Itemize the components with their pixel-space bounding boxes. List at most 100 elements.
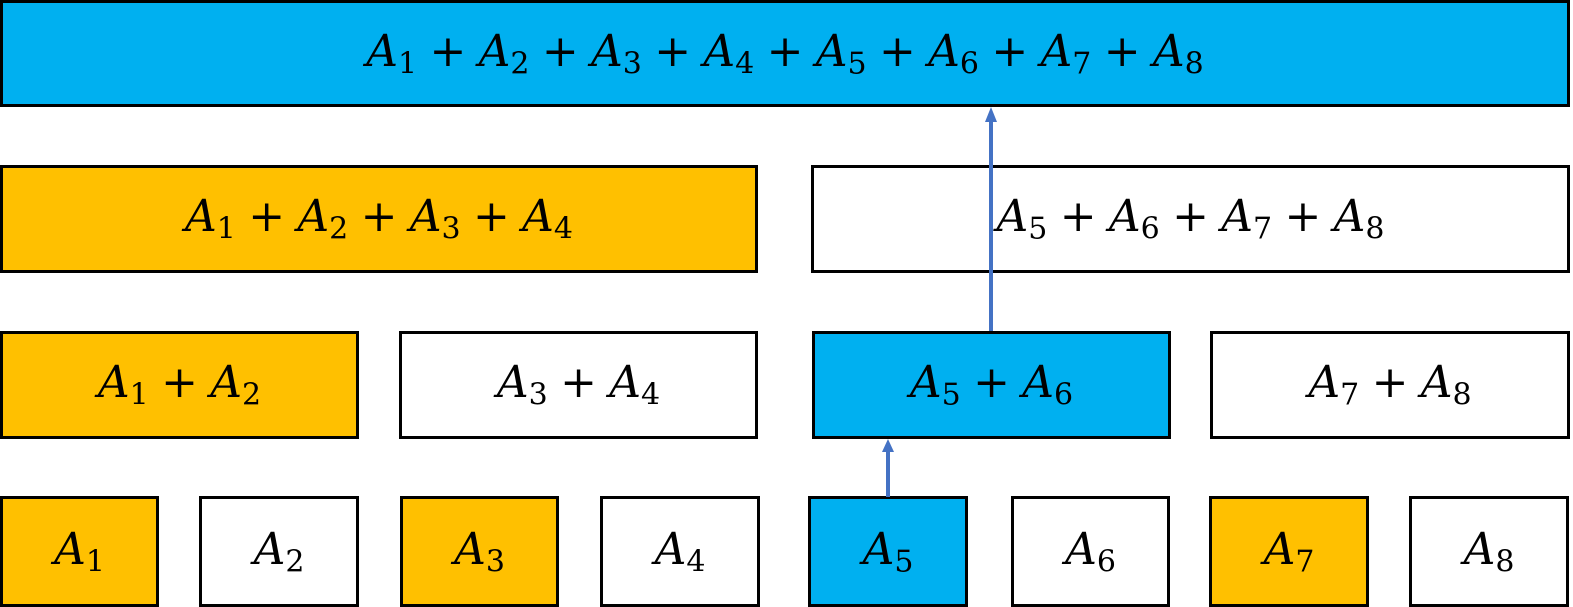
plus-operator: + (1103, 25, 1141, 77)
term-subscript: 3 (441, 211, 461, 247)
term-subscript: 7 (1340, 377, 1360, 413)
term-subscript: 7 (1295, 544, 1315, 580)
plus-operator: + (973, 357, 1010, 409)
plus-operator: + (654, 25, 692, 77)
term-subscript: 6 (1140, 211, 1160, 247)
arrowhead-a5-to-a5a6 (882, 439, 894, 452)
term-symbol: A (1420, 357, 1453, 409)
term-symbol: A (454, 523, 486, 575)
term-subscript: 4 (686, 544, 706, 580)
plus-operator: + (1371, 357, 1409, 409)
term-a7: A7 (1221, 191, 1272, 247)
node-expression: A5+A6+A7+A8 (997, 191, 1385, 247)
leaf-a8: A8 (1409, 496, 1569, 607)
term-symbol: A (478, 25, 511, 77)
term-symbol: A (185, 191, 217, 243)
term-a3: A3 (454, 523, 505, 580)
term-a7: A7 (1040, 25, 1092, 82)
term-a8: A8 (1420, 357, 1472, 413)
plus-operator: + (248, 191, 286, 243)
term-subscript: 2 (242, 377, 262, 413)
term-subscript: 7 (1072, 46, 1092, 82)
term-a3: A3 (591, 25, 642, 82)
term-subscript: 6 (959, 46, 979, 82)
term-subscript: 4 (641, 377, 661, 413)
term-symbol: A (654, 523, 687, 575)
term-symbol: A (609, 357, 642, 409)
plus-operator: + (161, 357, 198, 409)
term-subscript: 1 (129, 377, 149, 413)
term-symbol: A (591, 25, 623, 77)
term-a1: A1 (54, 524, 105, 580)
term-symbol: A (815, 25, 848, 77)
term-subscript: 5 (847, 46, 867, 82)
term-symbol: A (1152, 25, 1185, 77)
term-symbol: A (409, 191, 442, 243)
node-expression: A3 (454, 524, 505, 580)
term-a2: A2 (478, 25, 530, 82)
node-expression: A5+A6 (910, 357, 1073, 413)
node-expression: A7 (1264, 524, 1315, 580)
term-symbol: A (1040, 25, 1073, 77)
term-subscript: 1 (85, 544, 105, 580)
term-a1: A1 (366, 26, 417, 82)
plus-operator: + (1059, 191, 1097, 243)
term-subscript: 3 (485, 544, 505, 580)
term-subscript: 5 (941, 377, 961, 413)
term-symbol: A (97, 357, 130, 409)
term-a2: A2 (210, 357, 261, 413)
term-symbol: A (862, 523, 895, 575)
term-symbol: A (1463, 523, 1496, 575)
term-symbol: A (210, 357, 243, 409)
term-a3: A3 (497, 357, 548, 413)
term-a1: A1 (97, 357, 149, 413)
term-subscript: 4 (553, 211, 573, 247)
leaf-a6: A6 (1011, 496, 1170, 607)
term-a3: A3 (409, 191, 461, 247)
term-symbol: A (1333, 191, 1366, 243)
term-symbol: A (1065, 523, 1097, 575)
node-expression: A1+A2 (98, 357, 261, 413)
plus-operator: + (429, 25, 467, 77)
node-expression: A6 (1065, 524, 1116, 580)
plus-operator: + (878, 25, 916, 77)
term-symbol: A (909, 357, 942, 409)
term-subscript: 7 (1253, 211, 1273, 247)
term-symbol: A (1308, 357, 1341, 409)
node-expression: A1+A2+A3+A4 (185, 191, 573, 247)
leaf-a7: A7 (1209, 496, 1369, 607)
term-subscript: 2 (329, 211, 349, 247)
node-expression: A5 (863, 524, 914, 580)
plus-operator: + (472, 191, 510, 243)
term-symbol: A (928, 25, 960, 77)
plus-operator: + (541, 25, 579, 77)
term-subscript: 1 (216, 211, 236, 247)
leaf-a2: A2 (199, 496, 359, 607)
term-a2: A2 (253, 523, 305, 580)
plus-operator: + (1172, 191, 1209, 243)
term-a2: A2 (297, 191, 348, 247)
node-expression: A1+A2+A3+A4+A5+A6+A7+A8 (366, 26, 1204, 82)
term-symbol: A (1221, 191, 1254, 243)
term-a4: A4 (609, 357, 660, 413)
term-a6: A6 (1065, 523, 1116, 580)
leaf-a3: A3 (400, 496, 559, 607)
node-a3-a4: A3+A4 (399, 331, 758, 439)
term-subscript: 2 (510, 46, 530, 82)
node-expression: A8 (1464, 524, 1515, 580)
term-a8: A8 (1152, 25, 1204, 82)
plus-operator: + (560, 357, 597, 409)
term-subscript: 5 (1028, 211, 1048, 247)
node-a1-a2: A1+A2 (0, 331, 359, 439)
plus-operator: + (991, 25, 1029, 77)
node-a5-to-a8: A5+A6+A7+A8 (811, 165, 1570, 273)
term-symbol: A (253, 523, 286, 575)
term-subscript: 2 (285, 544, 305, 580)
term-symbol: A (1263, 523, 1296, 575)
term-a1: A1 (185, 191, 236, 247)
term-symbol: A (522, 191, 554, 243)
term-a5: A5 (815, 25, 867, 82)
plus-operator: + (766, 25, 804, 77)
term-a6: A6 (928, 25, 979, 82)
term-symbol: A (996, 191, 1029, 243)
